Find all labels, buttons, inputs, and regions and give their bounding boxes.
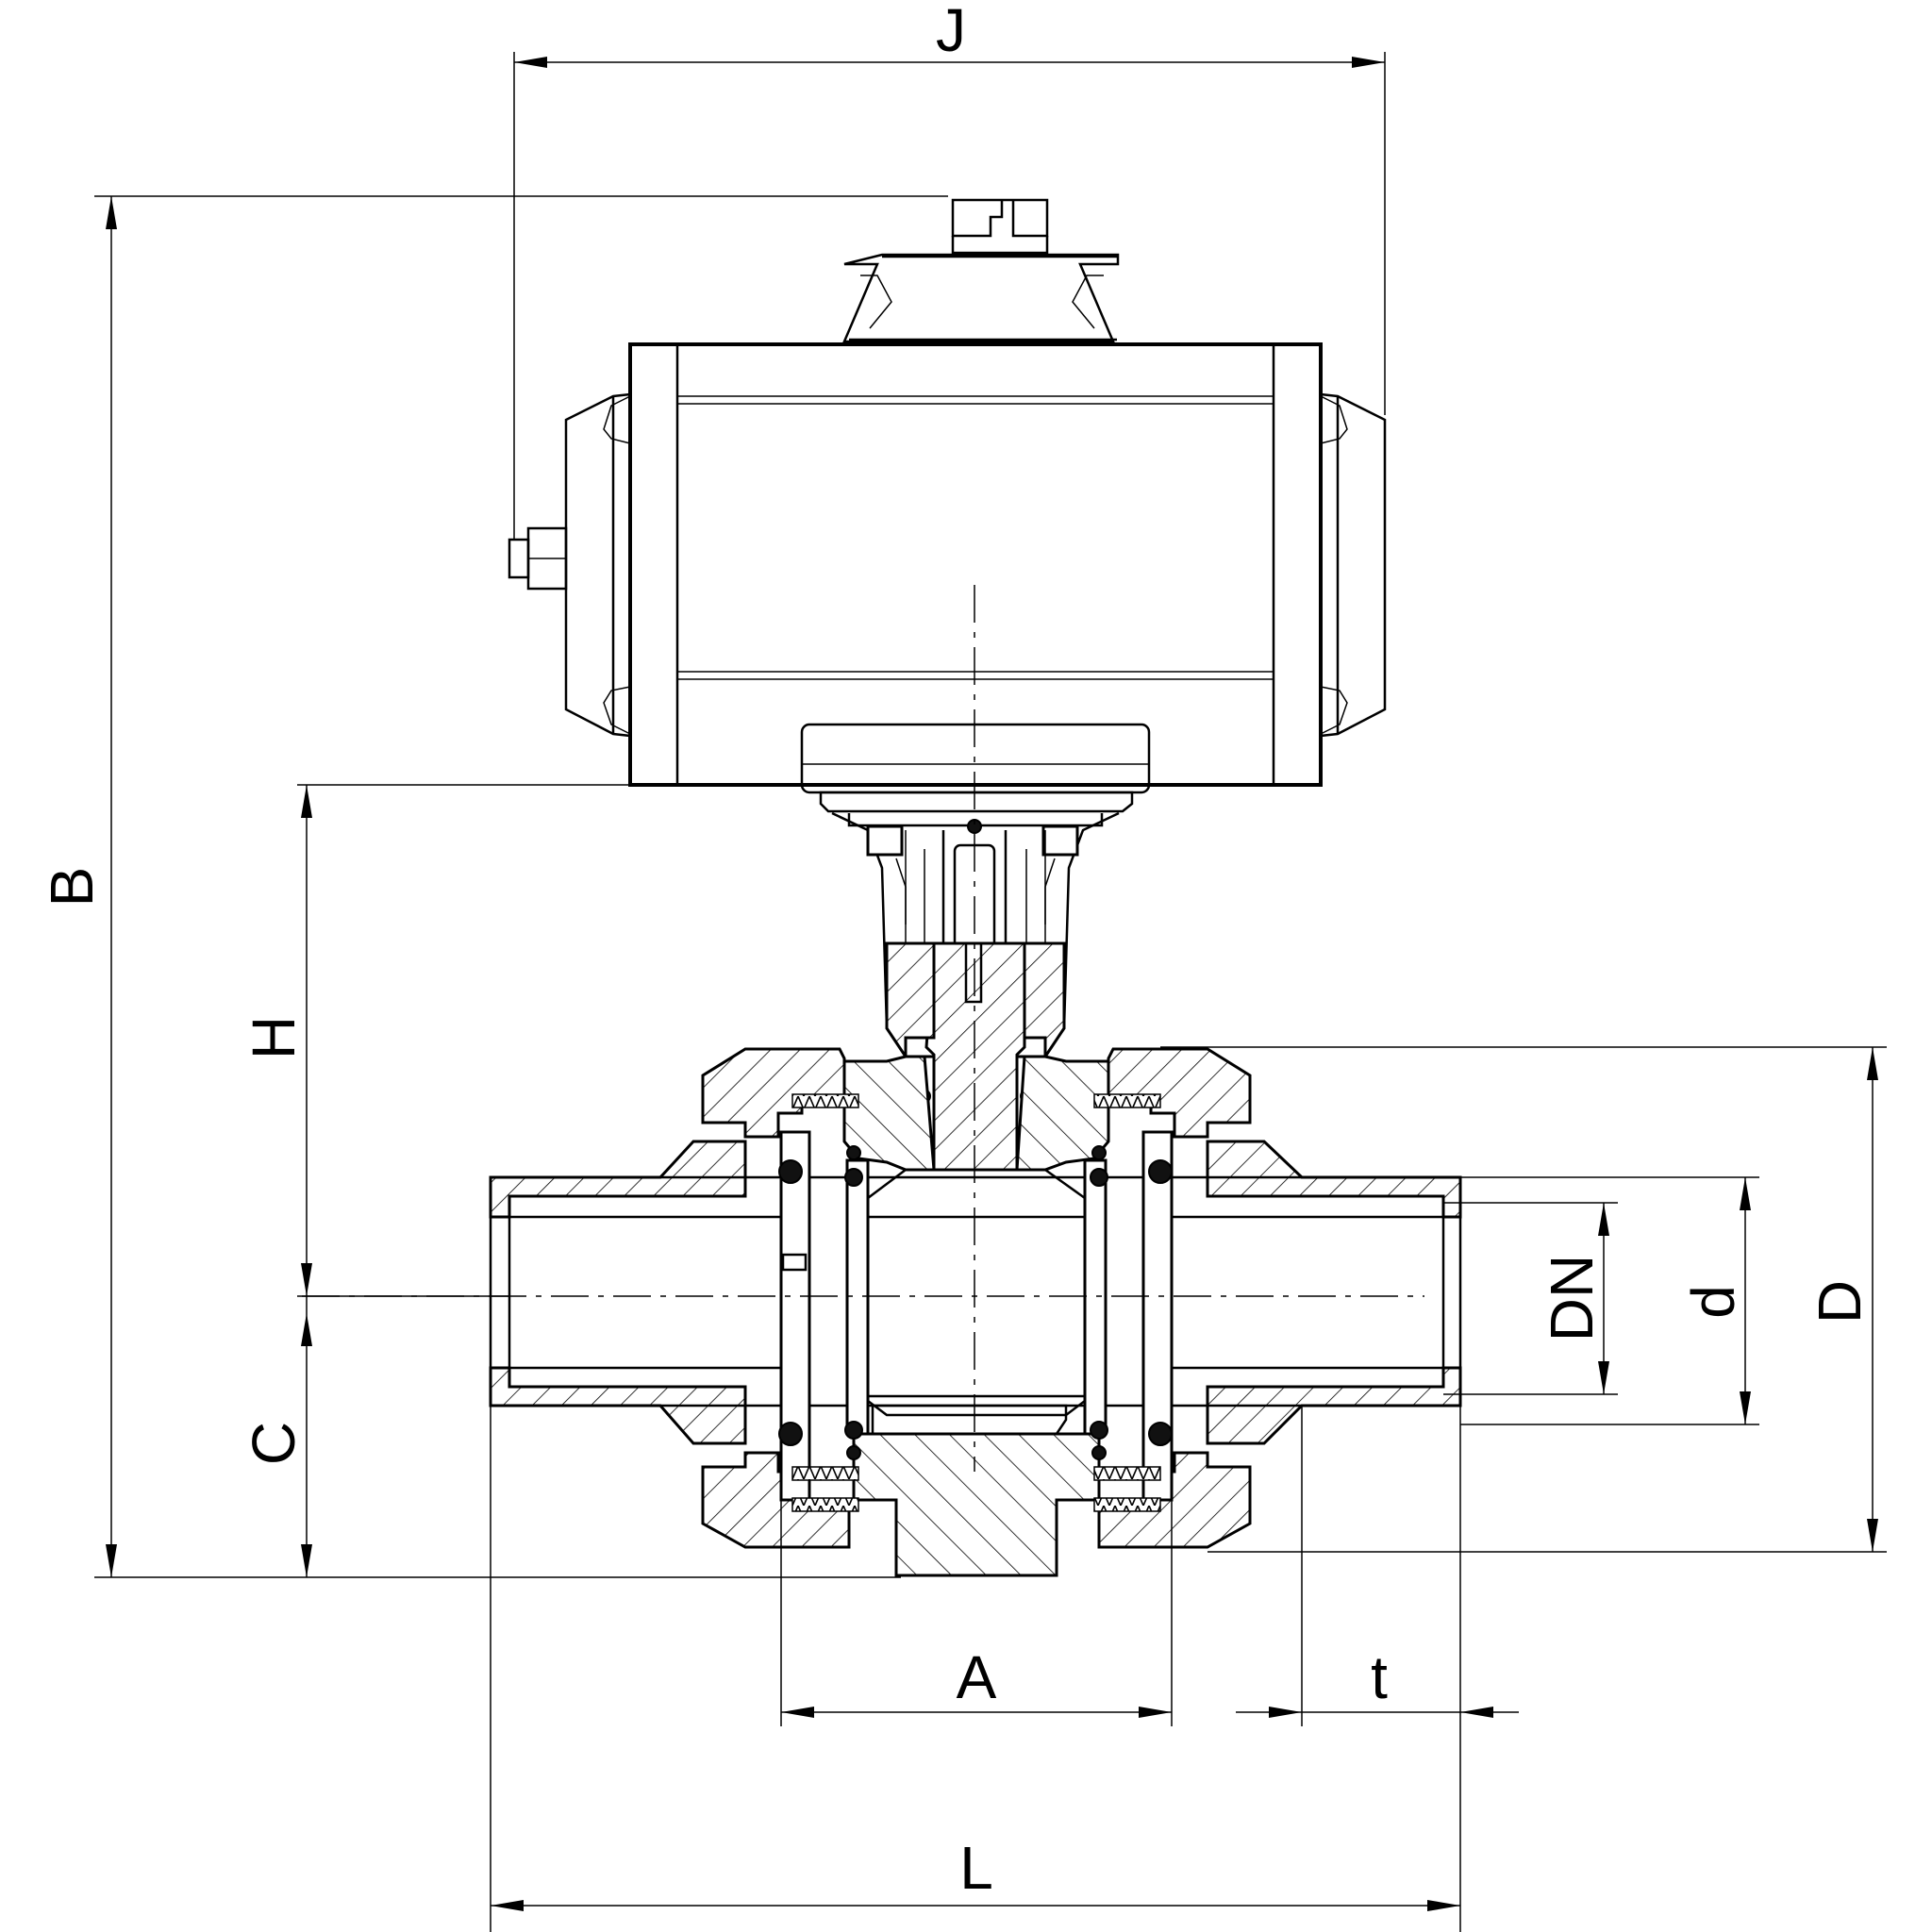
pneumatic-actuator — [508, 198, 1387, 794]
dimension-lines — [94, 52, 1887, 1932]
dimension-labels: J B H C A t L DN d D — [38, 0, 1874, 1902]
label-DN: DN — [1538, 1255, 1606, 1341]
label-d: d — [1679, 1285, 1747, 1319]
label-t: t — [1371, 1643, 1388, 1711]
label-L: L — [959, 1834, 993, 1902]
valve-body — [302, 585, 1462, 1577]
label-H: H — [240, 1016, 308, 1059]
label-D: D — [1806, 1280, 1874, 1324]
label-C: C — [240, 1422, 308, 1465]
label-B: B — [38, 867, 106, 908]
label-J: J — [936, 0, 966, 64]
label-A: A — [957, 1643, 997, 1711]
